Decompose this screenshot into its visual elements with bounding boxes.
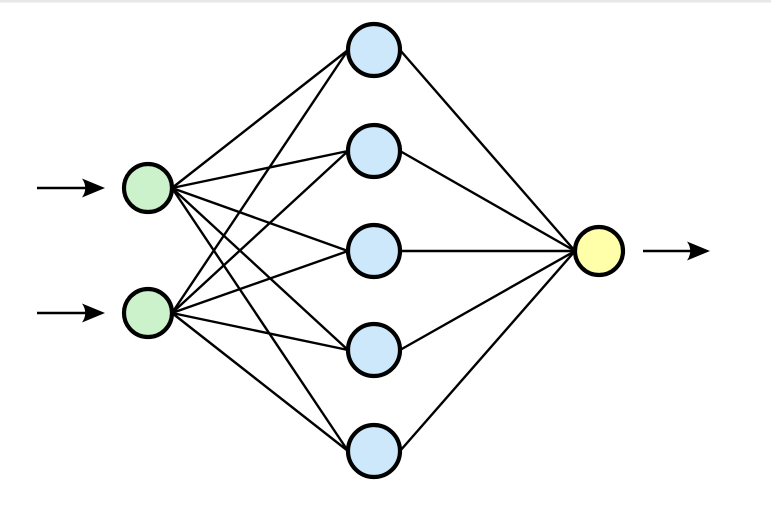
edge-input1-hidden1	[170, 48, 350, 190]
top-border	[0, 0, 771, 3]
edge-hidden1-output1	[398, 48, 577, 253]
edge-input1-hidden4	[170, 186, 350, 352]
hidden-node-2	[345, 122, 403, 180]
edge-hidden4-output1	[398, 249, 577, 352]
input-node-2	[121, 286, 175, 340]
edge-input1-hidden5	[170, 186, 350, 453]
hidden-node-1	[345, 21, 403, 79]
hidden-node-4	[345, 321, 403, 379]
edge-hidden2-output1	[398, 149, 577, 253]
edge-input2-hidden3	[170, 249, 350, 315]
output-arrow-1-head	[687, 241, 710, 261]
output-node-1	[572, 224, 626, 278]
edge-input1-hidden3	[170, 186, 350, 253]
edge-input2-hidden4	[170, 311, 350, 352]
edge-hidden5-output1	[398, 249, 577, 453]
hidden-node-5	[345, 422, 403, 480]
edge-input2-hidden1	[170, 48, 350, 315]
edge-input2-hidden2	[170, 149, 350, 315]
edge-input1-hidden2	[170, 149, 350, 190]
input-arrow-1-head	[82, 178, 105, 198]
edge-input2-hidden5	[170, 311, 350, 453]
hidden-node-3	[345, 222, 403, 280]
input-node-1	[121, 161, 175, 215]
input-arrow-2-head	[82, 303, 105, 323]
